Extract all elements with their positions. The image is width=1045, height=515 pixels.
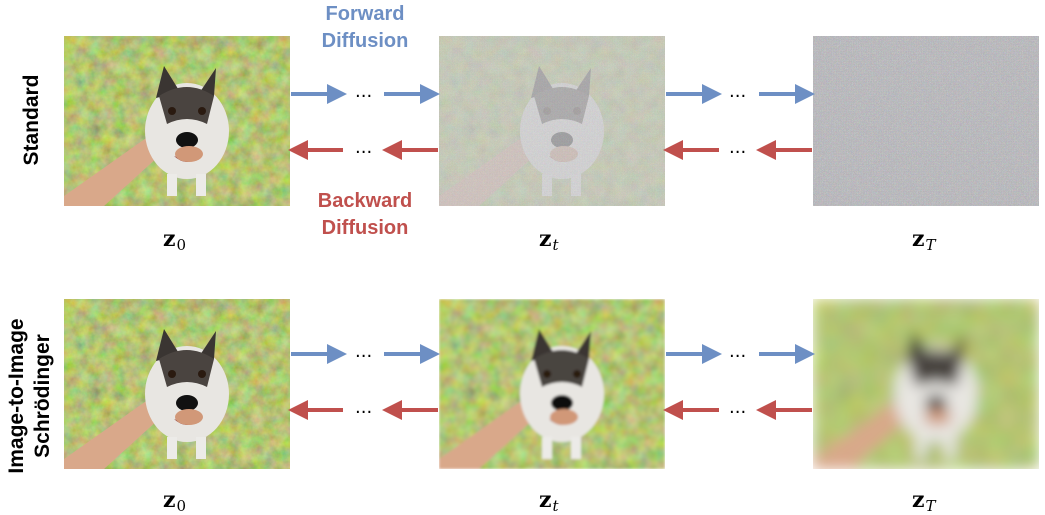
backward-diffusion-label: Backward Diffusion: [297, 188, 433, 242]
var-z0: z0: [163, 487, 186, 515]
ellipsis: ...: [355, 397, 373, 418]
var-base: z: [539, 226, 552, 252]
var-base: z: [539, 487, 552, 513]
ellipsis: ...: [729, 137, 747, 158]
var-sub: T: [925, 497, 936, 515]
forward-label-line-1: Forward: [325, 3, 405, 25]
var-zT: zT: [912, 487, 936, 515]
backward-label-line-1: Backward: [317, 190, 413, 212]
forward-diffusion-label: Forward Diffusion: [300, 1, 430, 55]
pure-noise-image: [813, 36, 1039, 206]
var-base: z: [912, 226, 925, 252]
panel-standard-zt: [439, 36, 665, 206]
ellipsis: ...: [355, 81, 373, 102]
ellipsis: ...: [355, 341, 373, 362]
var-sub: t: [552, 497, 559, 515]
ellipsis: ...: [729, 81, 747, 102]
panel-standard-zT: [813, 36, 1039, 206]
forward-label-line-2: Diffusion: [321, 30, 409, 52]
backward-label-line-2: Diffusion: [321, 217, 409, 239]
var-z0: z0: [163, 226, 186, 254]
var-base: z: [912, 487, 925, 513]
var-base: z: [163, 487, 176, 513]
var-zT: zT: [912, 226, 936, 254]
var-sub: T: [925, 236, 936, 254]
var-sub: t: [552, 236, 559, 254]
ellipsis: ...: [355, 137, 373, 158]
ellipsis: ...: [729, 341, 747, 362]
var-zt: zt: [539, 226, 559, 254]
var-zt: zt: [539, 487, 559, 515]
var-base: z: [163, 226, 176, 252]
var-sub: 0: [176, 236, 187, 254]
var-sub: 0: [176, 497, 187, 515]
ellipsis: ...: [729, 397, 747, 418]
dog-image-noisy: [439, 36, 665, 206]
